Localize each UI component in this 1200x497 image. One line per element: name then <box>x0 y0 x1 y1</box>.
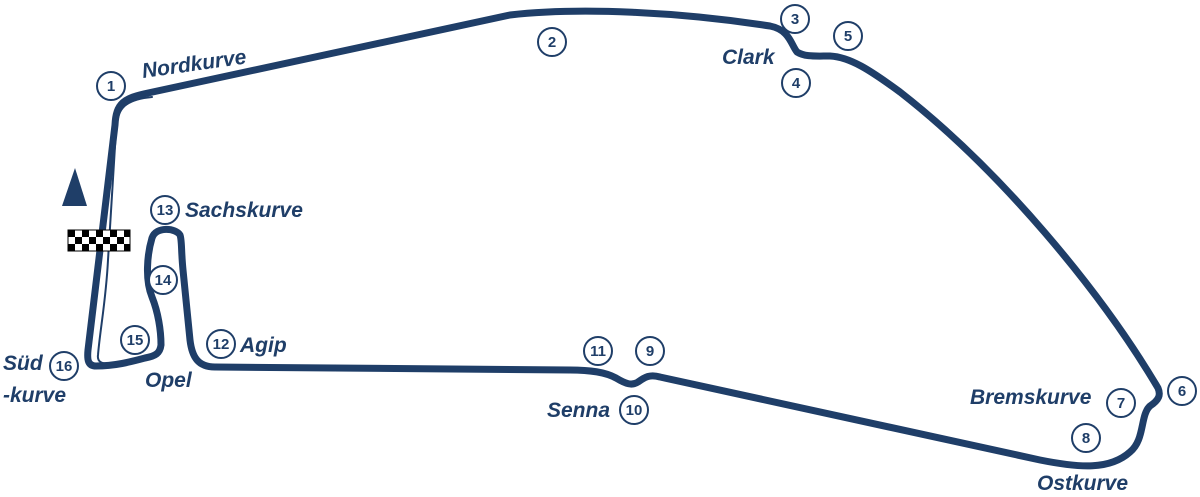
svg-text:8: 8 <box>1082 430 1090 447</box>
label-ostkurve: Ostkurve <box>1037 472 1128 495</box>
corner-marker-14: 14 <box>148 265 178 295</box>
svg-text:16: 16 <box>56 358 73 375</box>
label-clark: Clark <box>722 46 776 69</box>
svg-text:11: 11 <box>590 343 606 360</box>
label-agip: Agip <box>239 334 287 357</box>
label-sachskurve: Sachskurve <box>185 199 303 222</box>
corner-marker-15: 15 <box>120 325 150 355</box>
svg-text:2: 2 <box>548 34 556 51</box>
corner-marker-13: 13 <box>150 195 180 225</box>
svg-text:1: 1 <box>107 78 115 95</box>
corner-marker-3: 3 <box>780 4 810 34</box>
corner-marker-7: 7 <box>1106 388 1136 418</box>
checkered-flag-icon <box>67 229 131 252</box>
corner-marker-12: 12 <box>206 329 236 359</box>
corner-marker-8: 8 <box>1071 423 1101 453</box>
svg-text:14: 14 <box>155 272 172 289</box>
label-bremskurve: Bremskurve <box>970 386 1092 409</box>
svg-text:15: 15 <box>127 332 144 349</box>
label-opel: Opel <box>145 369 193 392</box>
circuit-outline <box>84 7 1163 470</box>
label-sud: Süd <box>3 352 44 375</box>
corner-marker-11: 11 <box>583 336 613 366</box>
corner-marker-9: 9 <box>635 336 665 366</box>
svg-text:12: 12 <box>213 336 230 353</box>
svg-text:7: 7 <box>1117 395 1125 412</box>
corner-marker-5: 5 <box>833 21 863 51</box>
direction-arrow-icon <box>62 168 87 206</box>
corner-marker-4: 4 <box>781 68 811 98</box>
svg-text:4: 4 <box>792 75 801 92</box>
corner-marker-10: 10 <box>619 395 649 425</box>
corner-marker-6: 6 <box>1167 376 1197 406</box>
corner-marker-1: 1 <box>96 71 126 101</box>
svg-text:6: 6 <box>1178 383 1186 400</box>
svg-text:10: 10 <box>626 402 643 419</box>
corner-marker-2: 2 <box>537 27 567 57</box>
svg-text:9: 9 <box>646 343 654 360</box>
label-kurve: -kurve <box>3 384 66 407</box>
label-senna: Senna <box>547 399 610 422</box>
svg-text:13: 13 <box>157 202 174 219</box>
svg-text:5: 5 <box>844 28 852 45</box>
svg-text:3: 3 <box>791 11 799 28</box>
corner-marker-16: 16 <box>49 351 79 381</box>
